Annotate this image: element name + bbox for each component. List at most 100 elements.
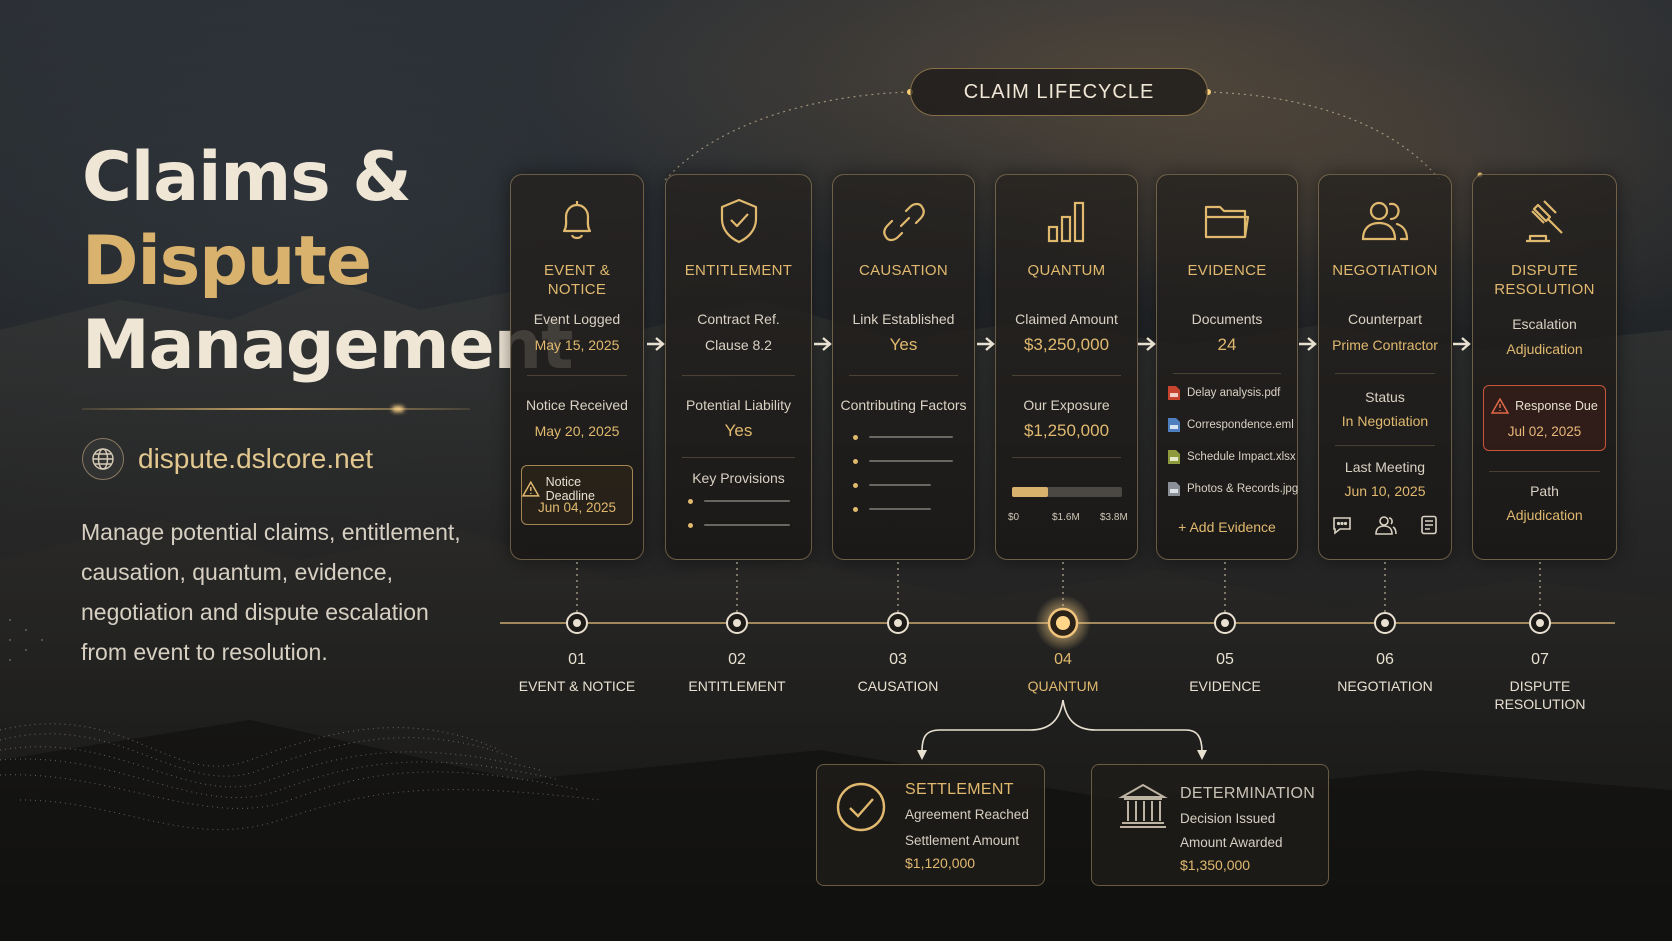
step-number: 03 — [889, 651, 907, 668]
arrow-right-icon — [814, 337, 832, 351]
notice-deadline-alert: Notice Deadline Jun 04, 2025 — [521, 465, 633, 525]
step-label: ENTITLEMENT — [688, 678, 786, 694]
outcome-amount-label: Settlement Amount — [905, 833, 1020, 848]
stage-title: ENTITLEMENT — [684, 262, 793, 279]
document-item[interactable]: Photos & Records.jpg — [1167, 481, 1298, 497]
pdf-file-icon — [1168, 386, 1180, 400]
bullet — [688, 499, 693, 504]
bullet — [853, 507, 858, 512]
alert-label: Response Due — [1515, 399, 1598, 413]
bullet — [853, 459, 858, 464]
placeholder-line — [869, 436, 953, 438]
document-name: Schedule Impact.xlsx — [1187, 451, 1296, 463]
title-line-1: Claims & — [82, 138, 412, 217]
users-icon — [1319, 197, 1451, 245]
exposure-value: $1,250,000 — [1023, 421, 1110, 440]
stage-title: EVIDENCE — [1187, 262, 1267, 279]
step-label: DISPUTE RESOLUTION — [1494, 678, 1586, 712]
step-number-active: 04 — [1054, 651, 1072, 668]
stage-card-quantum[interactable]: QUANTUM Claimed Amount $3,250,000 Our Ex… — [995, 174, 1138, 560]
stage-card-entitlement[interactable]: ENTITLEMENT Contract Ref. Clause 8.2 Pot… — [665, 174, 812, 560]
bullet — [688, 523, 693, 528]
step-number: 05 — [1216, 651, 1234, 668]
warning-icon — [522, 481, 540, 497]
arrow-right-icon — [1453, 337, 1471, 351]
courthouse-icon — [1118, 781, 1168, 836]
liability-value: Yes — [724, 421, 753, 440]
step-number: 01 — [568, 651, 586, 668]
warning-icon — [1491, 398, 1510, 414]
escalation-value: Adjudication — [1506, 341, 1583, 357]
placeholder-line — [869, 460, 953, 462]
alert-date: Jul 02, 2025 — [1507, 424, 1582, 439]
document-item[interactable]: Correspondence.eml — [1167, 417, 1294, 433]
status-label: Status — [1365, 389, 1405, 405]
document-item[interactable]: Delay analysis.pdf — [1167, 385, 1280, 401]
shield-check-icon — [666, 197, 811, 245]
scale-mid: $1.6M — [1052, 512, 1080, 523]
outcome-determination[interactable]: DETERMINATION Decision Issued Amount Awa… — [1091, 764, 1329, 886]
last-meeting-label: Last Meeting — [1344, 459, 1426, 475]
hero-description: Manage potential claims, entitlement, ca… — [81, 519, 461, 665]
scale-max: $3.8M — [1100, 512, 1128, 523]
notes-icon[interactable] — [1419, 515, 1439, 535]
placeholder-line — [704, 524, 790, 526]
outcome-amount-value: $1,120,000 — [905, 855, 976, 871]
stage-title: QUANTUM — [1027, 262, 1106, 279]
notice-received-label: Notice Received — [526, 397, 628, 413]
add-evidence-button[interactable]: + Add Evidence — [1178, 519, 1276, 535]
contract-ref-label: Contract Ref. — [697, 311, 780, 327]
stage-card-causation[interactable]: CAUSATION Link Established Yes Contribut… — [832, 174, 975, 560]
document-name: Photos & Records.jpg — [1187, 483, 1299, 495]
event-logged-label: Event Logged — [533, 311, 621, 327]
stage-card-evidence[interactable]: EVIDENCE Documents 24 Delay analysis.pdf… — [1156, 174, 1298, 560]
alert-date: Jun 04, 2025 — [537, 500, 617, 515]
contributing-factors-label: Contributing Factors — [840, 397, 967, 413]
check-circle-icon — [835, 781, 887, 838]
folder-icon — [1157, 197, 1297, 245]
title-line-3: Management — [82, 306, 574, 385]
step-label: CAUSATION — [857, 678, 939, 694]
stage-title: EVENT & NOTICE — [543, 262, 610, 298]
participants-icon[interactable] — [1375, 515, 1397, 535]
spreadsheet-file-icon — [1168, 450, 1180, 464]
document-item[interactable]: Schedule Impact.xlsx — [1167, 449, 1296, 465]
alert-label: Notice Deadline — [545, 475, 595, 503]
step-label: EVENT & NOTICE — [518, 678, 636, 694]
arrow-right-icon — [1299, 337, 1317, 351]
exposure-bar-fill — [1012, 487, 1049, 497]
stage-title: NEGOTIATION — [1332, 262, 1438, 279]
stage-card-event-notice[interactable]: EVENT & NOTICE Event Logged May 15, 2025… — [510, 174, 644, 560]
stage-card-negotiation[interactable]: NEGOTIATION Counterpart Prime Contractor… — [1318, 174, 1452, 560]
link-established-value: Yes — [889, 335, 918, 354]
arrow-right-icon — [647, 337, 665, 351]
lifecycle-badge: CLAIM LIFECYCLE — [910, 68, 1208, 116]
bullet — [853, 483, 858, 488]
outcome-settlement[interactable]: SETTLEMENT Agreement Reached Settlement … — [816, 764, 1045, 886]
title-line-2: Dispute — [82, 222, 372, 301]
chat-icon[interactable] — [1331, 515, 1353, 535]
event-logged-value: May 15, 2025 — [534, 337, 620, 353]
claimed-amount-label: Claimed Amount — [1015, 311, 1118, 327]
outcome-status: Agreement Reached — [905, 807, 1029, 822]
stage-title: DISPUTE RESOLUTION — [1494, 262, 1595, 298]
wave-decoration — [0, 619, 601, 831]
website-link[interactable]: dispute.dslcore.net — [82, 438, 373, 480]
bullet — [853, 435, 858, 440]
path-label: Path — [1530, 483, 1559, 499]
website-url[interactable]: dispute.dslcore.net — [138, 443, 374, 474]
link-established-label: Link Established — [852, 311, 955, 327]
bell-icon — [511, 197, 643, 245]
outcome-status: Decision Issued — [1180, 811, 1276, 826]
claimed-amount-value: $3,250,000 — [1023, 335, 1110, 354]
path-value: Adjudication — [1506, 507, 1583, 523]
stage-card-dispute-resolution[interactable]: DISPUTE RESOLUTION Escalation Adjudicati… — [1472, 174, 1617, 560]
counterpart-value: Prime Contractor — [1332, 337, 1438, 353]
key-provisions-label: Key Provisions — [692, 470, 785, 486]
hero-divider — [82, 408, 470, 410]
documents-label: Documents — [1191, 311, 1263, 327]
step-number: 06 — [1376, 651, 1394, 668]
escalation-label: Escalation — [1512, 316, 1577, 332]
step-label: EVIDENCE — [1189, 678, 1261, 694]
